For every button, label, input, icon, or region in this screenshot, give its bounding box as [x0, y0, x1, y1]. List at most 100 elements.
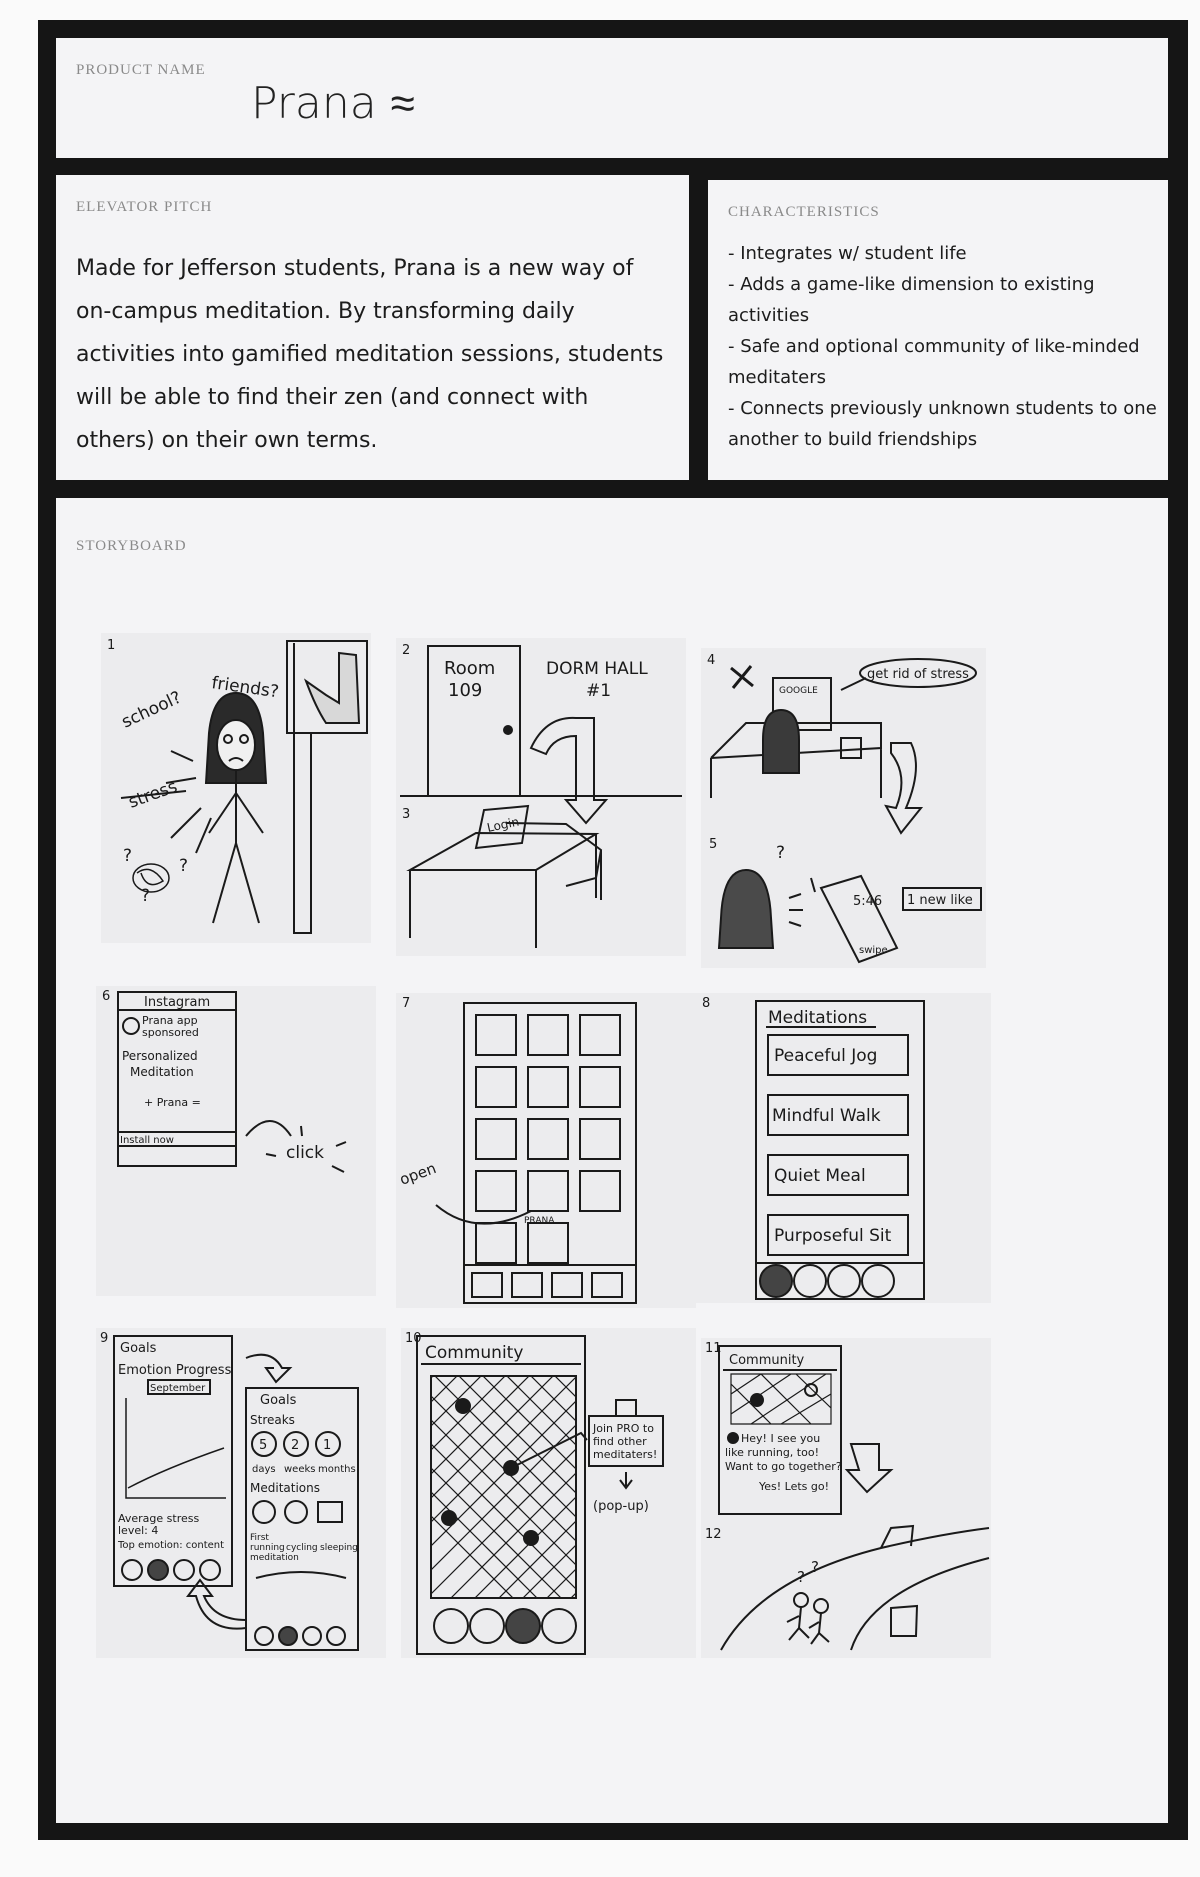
streak-unit: months — [318, 1464, 356, 1475]
room-number: 109 — [448, 680, 482, 701]
goals-title: Goals — [260, 1393, 297, 1408]
app-icon — [579, 1014, 621, 1056]
frame-4-5-sketch: 4 GOOGLE get rid of stress 5 ? 5:46 swip… — [707, 653, 982, 964]
storyboard-panel: STORYBOARD 1 school? friends? stress ? ?… — [56, 498, 1168, 1823]
storyboard-frame-2-3: 2 Room 109 DORM HALL #1 3 Login — [396, 638, 686, 956]
popup-text-line: Join PRO to — [592, 1422, 654, 1435]
characteristic-item: - Integrates w/ student life — [728, 243, 967, 264]
frame-number: 4 — [707, 653, 715, 668]
characteristics-list: - Integrates w/ student life - Adds a ga… — [728, 238, 1158, 455]
frame-number: 9 — [100, 1331, 108, 1346]
product-name: Prana ≈ — [251, 78, 415, 129]
storyboard-frame-7: 7 open PRANA — [396, 993, 696, 1308]
popup-text-line: meditaters! — [593, 1448, 657, 1461]
meditation-item: Mindful Walk — [772, 1106, 881, 1126]
community-title: Community — [729, 1353, 805, 1368]
map-grid-line — [474, 1496, 576, 1598]
ad-text-line: Personalized — [122, 1049, 198, 1063]
characteristic-item: - Safe and optional community of like-mi… — [728, 336, 1140, 388]
streak-days: 5 — [259, 1438, 267, 1453]
map-grid-line — [522, 1544, 576, 1598]
characteristics-panel: CHARACTERISTICS - Integrates w/ student … — [708, 180, 1168, 480]
dock-icon — [551, 1272, 583, 1298]
frame-10-sketch: 10 Community Join PRO to find other medi… — [405, 1331, 664, 1655]
prana-app-label: PRANA — [524, 1216, 555, 1226]
product-name-panel: PRODUCT NAME Prana ≈ — [56, 38, 1168, 158]
frame-number: 10 — [405, 1331, 422, 1346]
question-mark: ? — [811, 1558, 819, 1576]
frame-number: 11 — [705, 1341, 722, 1356]
emotion-progress: Emotion Progress — [118, 1363, 232, 1378]
user-pin — [523, 1530, 539, 1546]
badge-label: meditation — [250, 1553, 299, 1563]
streak-unit: weeks — [284, 1464, 315, 1475]
user-pin — [441, 1510, 457, 1526]
storyboard-frame-4-5: 4 GOOGLE get rid of stress 5 ? 5:46 swip… — [701, 648, 986, 968]
goals-title: Goals — [120, 1341, 157, 1356]
popup-note: (pop-up) — [593, 1499, 649, 1514]
map-grid-line — [546, 1568, 576, 1598]
meditations-title: Meditations — [768, 1008, 867, 1028]
map-grid-line — [434, 1376, 576, 1518]
streak-unit: days — [252, 1464, 276, 1475]
badge-label: running — [250, 1543, 285, 1553]
chat-message-line: Hey! I see you — [741, 1432, 820, 1445]
question-mark: ? — [141, 886, 150, 906]
map-grid-line — [431, 1376, 482, 1427]
streak-months: 1 — [323, 1438, 331, 1453]
frame-11-12-sketch: 11 Community Hey! I see you like running… — [705, 1341, 990, 1651]
map-grid-line — [450, 1472, 576, 1598]
question-mark: ? — [123, 846, 132, 866]
app-icon — [579, 1170, 621, 1212]
storyboard-frame-11-12: 11 Community Hey! I see you like running… — [701, 1338, 991, 1658]
characteristics-label: CHARACTERISTICS — [728, 204, 880, 220]
frame-number: 6 — [102, 989, 110, 1004]
frame-number: 1 — [107, 638, 115, 653]
notification-box: 1 new like — [907, 893, 973, 908]
map-grid-line — [431, 1376, 554, 1499]
thought-bubble-text: get rid of stress — [867, 667, 969, 682]
app-icon — [579, 1118, 621, 1160]
elevator-pitch-text: Made for Jefferson students, Prana is a … — [76, 256, 664, 453]
streaks-label: Streaks — [250, 1413, 295, 1427]
badge-label: First — [250, 1533, 269, 1543]
ad-account-name: Prana app — [142, 1014, 198, 1027]
characteristic-item: - Adds a game-like dimension to existing… — [728, 274, 1095, 326]
app-icon — [579, 1066, 621, 1108]
stress-level: level: 4 — [118, 1524, 158, 1537]
ad-sponsored: sponsored — [142, 1026, 199, 1039]
map-grid-line — [431, 1376, 506, 1451]
top-emotion: Top emotion: content — [117, 1540, 224, 1551]
frame-7-sketch: 7 open PRANA — [397, 996, 637, 1304]
open-word: open — [397, 1159, 438, 1189]
app-icon — [475, 1066, 517, 1108]
frame-6-sketch: 6 Instagram Prana app sponsored Personal… — [102, 989, 347, 1173]
question-mark: ? — [797, 1568, 805, 1586]
map-grid-line — [431, 1467, 562, 1598]
app-icon — [475, 1014, 517, 1056]
app-icon — [475, 1222, 517, 1264]
frame-number: 7 — [402, 996, 410, 1011]
map-grid-line — [506, 1376, 576, 1446]
app-icon — [527, 1014, 569, 1056]
chat-message-line: Want to go together? — [725, 1460, 842, 1473]
frame-9-sketch: 9 Goals Emotion Progress September Avera… — [100, 1331, 359, 1651]
map-grid-line — [431, 1424, 576, 1571]
instagram-title: Instagram — [144, 995, 210, 1010]
month-selector: September — [150, 1383, 206, 1394]
map-grid-line — [431, 1376, 530, 1475]
dorm-hall-label: DORM HALL — [546, 659, 648, 679]
click-word: click — [286, 1143, 324, 1163]
elevator-pitch-label: ELEVATOR PITCH — [76, 199, 213, 215]
question-mark: ? — [776, 843, 785, 863]
install-now-button: Install now — [120, 1135, 174, 1146]
badge-label: sleeping — [320, 1543, 358, 1553]
map-grid-line — [431, 1419, 576, 1566]
chat-message-line: like running, too! — [725, 1446, 819, 1459]
phone-swipe: swipe — [859, 945, 888, 956]
frame-8-sketch: 8 Meditations Peaceful Jog Mindful Walk … — [702, 996, 925, 1300]
app-icon — [475, 1118, 517, 1160]
frame-2-3-sketch: 2 Room 109 DORM HALL #1 3 Login — [400, 643, 682, 948]
app-icon-grid — [471, 1014, 623, 1298]
app-icon — [527, 1222, 569, 1264]
